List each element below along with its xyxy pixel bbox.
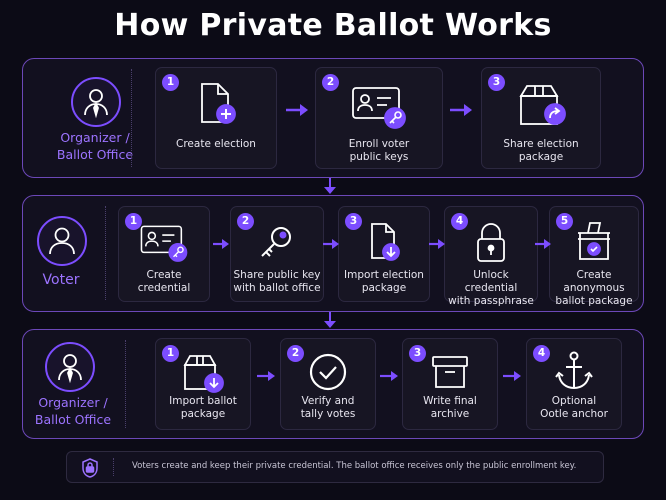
document-download-icon: [364, 221, 404, 265]
step-write-final-archive: 3 Write final archive: [402, 338, 498, 430]
id-card-key-icon: [138, 221, 190, 263]
privacy-note-text: Voters create and keep their private cre…: [132, 461, 577, 471]
step-label: Write final archive: [423, 395, 477, 420]
step-number: 2: [287, 345, 304, 362]
organizer-role-label: Organizer / Ballot Office: [56, 130, 134, 162]
step-label: Unlock credential with passphrase: [448, 269, 534, 307]
footer-divider: [113, 458, 114, 476]
step-share-public-key: 2 Share public key with ballot office: [230, 206, 324, 302]
page-title: How Private Ballot Works: [114, 8, 552, 43]
step-number: 3: [488, 74, 505, 91]
ballot-box-icon: [574, 219, 614, 265]
down-arrow-icon: [323, 178, 337, 199]
archive-box-icon: [430, 353, 470, 391]
flow-arrow-icon: [503, 370, 521, 382]
step-number: 1: [162, 345, 179, 362]
step-number: 2: [322, 74, 339, 91]
voter-role-label: Voter: [42, 272, 80, 288]
voter-panel: Voter 1 Create credential 2 Share public…: [22, 195, 644, 312]
step-verify-and-tally: 2 Verify and tally votes: [280, 338, 376, 430]
person-tie-icon: [45, 342, 95, 392]
step-label: Optional Ootle anchor: [540, 395, 608, 420]
ballot-office-panel: Organizer / Ballot Office 1 Import ballo…: [22, 329, 644, 439]
step-label: Import election package: [344, 269, 424, 294]
box-download-icon: [180, 351, 226, 395]
privacy-note: Voters create and keep their private cre…: [66, 451, 604, 483]
step-create-election: 1 Create election: [155, 67, 277, 169]
flow-arrow-icon: [429, 238, 445, 250]
step-unlock-credential: 4 Unlock credential with passphrase: [444, 206, 538, 307]
flow-arrow-icon: [285, 103, 309, 117]
step-label: Share public key with ballot office: [233, 269, 321, 294]
step-number: 5: [556, 213, 573, 230]
step-number: 3: [345, 213, 362, 230]
step-label: Share election package: [503, 138, 579, 163]
step-number: 3: [409, 345, 426, 362]
step-share-election-package: 3 Share election package: [481, 67, 601, 169]
step-label: Create election: [176, 138, 256, 150]
flow-arrow-icon: [449, 103, 473, 117]
check-circle-icon: [307, 351, 349, 393]
flow-arrow-icon: [257, 370, 275, 382]
flow-arrow-icon: [323, 238, 339, 250]
row-divider: [105, 206, 106, 300]
flow-arrow-icon: [535, 238, 551, 250]
anchor-icon: [554, 349, 594, 395]
row-divider: [131, 69, 132, 167]
flow-arrow-icon: [213, 238, 229, 250]
step-number: 2: [237, 213, 254, 230]
person-icon: [37, 216, 87, 266]
shield-lock-icon: [81, 458, 99, 482]
down-arrow-icon: [323, 312, 337, 333]
step-number: 1: [125, 213, 142, 230]
key-icon: [257, 223, 297, 263]
ballot-office-role-label: Organizer / Ballot Office: [34, 395, 112, 427]
step-number: 4: [451, 213, 468, 230]
step-label: Import ballot package: [169, 395, 237, 420]
person-tie-icon: [71, 77, 121, 127]
step-label: Enroll voter public keys: [348, 138, 410, 163]
step-number: 1: [162, 74, 179, 91]
step-import-ballot-package: 1 Import ballot package: [155, 338, 251, 430]
lock-icon: [473, 221, 509, 265]
organizer-panel: Organizer / Ballot Office 1 Create elect…: [22, 58, 644, 178]
box-share-icon: [515, 80, 567, 130]
flow-arrow-icon: [380, 370, 398, 382]
step-label: Create anonymous ballot package: [555, 269, 633, 307]
step-label: Verify and tally votes: [300, 395, 356, 420]
step-create-anonymous-ballot: 5 Create anonymous ballot package: [549, 206, 639, 307]
step-number: 4: [533, 345, 550, 362]
id-card-key-icon: [349, 82, 409, 130]
step-enroll-voter-public-keys: 2 Enroll voter public keys: [315, 67, 443, 169]
step-label: Create credential: [137, 269, 191, 294]
step-import-election-package: 3 Import election package: [338, 206, 430, 302]
document-plus-icon: [192, 80, 240, 128]
step-optional-ootle-anchor: 4 Optional Ootle anchor: [526, 338, 622, 430]
row-divider: [125, 340, 126, 428]
step-create-credential: 1 Create credential: [118, 206, 210, 302]
